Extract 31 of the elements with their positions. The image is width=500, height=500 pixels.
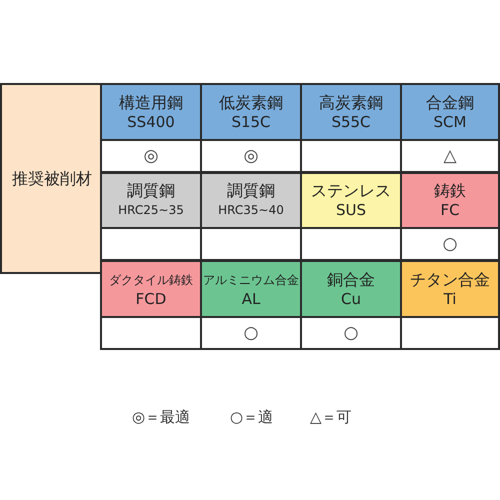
rating-cell: ○ [400,227,500,261]
material-name: 調質鋼 [227,181,275,201]
grade-code: AL [242,290,260,308]
material-name: 高炭素鋼 [319,92,383,112]
grade-code: SUS [336,201,366,220]
material-name: 合金鋼 [426,92,474,112]
grade-code: S55C [331,112,371,132]
rating-cell: △ [400,139,500,173]
grade-code: HRC25~35 [118,202,184,219]
grade-code: FCD [136,290,166,308]
material-name: 調質鋼 [127,181,175,201]
grade-code: Ti [444,290,456,308]
grade-code: SS400 [127,112,175,132]
header-cell: 推奨被削材 [0,83,102,274]
grade-code: SCM [434,112,466,132]
legend-text: △＝可 [310,408,352,427]
material-name: 銅合金 [327,270,375,290]
material-name: ダクタイル鋳鉄 [109,272,193,288]
material-name: 構造用鋼 [119,92,183,112]
material-name: チタン合金 [410,270,490,290]
grade-code: S15C [231,112,271,132]
legend-text: ○＝適 [230,408,274,427]
grade-code: HRC35~40 [218,202,284,219]
material-name: 低炭素鋼 [219,92,283,112]
grade-code: FC [440,201,460,220]
material-name: ステンレス [311,181,391,201]
legend-text: ◎＝最適 [132,408,190,427]
material-name: 鋳鉄 [434,181,466,201]
material-name: アルミニウム合金 [203,272,299,288]
grade-code: Cu [341,290,361,308]
rating-cell: ◎ [100,139,202,173]
